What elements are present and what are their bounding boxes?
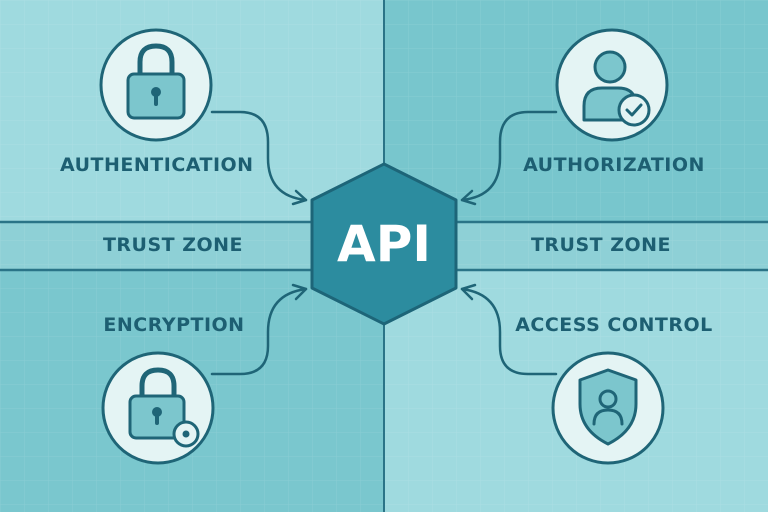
trust-zone-left-label: TRUST ZONE (102, 234, 244, 256)
connector-encryption (210, 287, 308, 376)
access-control-node (551, 351, 665, 465)
authorization-node (555, 28, 669, 142)
api-label: API (337, 215, 431, 273)
connector-access-control (460, 287, 558, 376)
authorization-label: AUTHORIZATION (523, 154, 705, 176)
authentication-label: AUTHENTICATION (60, 154, 254, 176)
shield-user-icon (578, 368, 638, 446)
trust-zone-right-label: TRUST ZONE (530, 234, 672, 256)
user-check-icon (582, 50, 651, 127)
encryption-label: ENCRYPTION (103, 314, 245, 336)
connector-authorization (460, 110, 558, 202)
connector-authentication (210, 110, 308, 202)
access-control-label: ACCESS CONTROL (515, 314, 713, 336)
encryption-node (101, 351, 215, 465)
padlock-key-icon (128, 367, 200, 448)
padlock-icon (126, 43, 186, 120)
api-hexagon (310, 162, 458, 326)
authentication-node (99, 28, 213, 142)
